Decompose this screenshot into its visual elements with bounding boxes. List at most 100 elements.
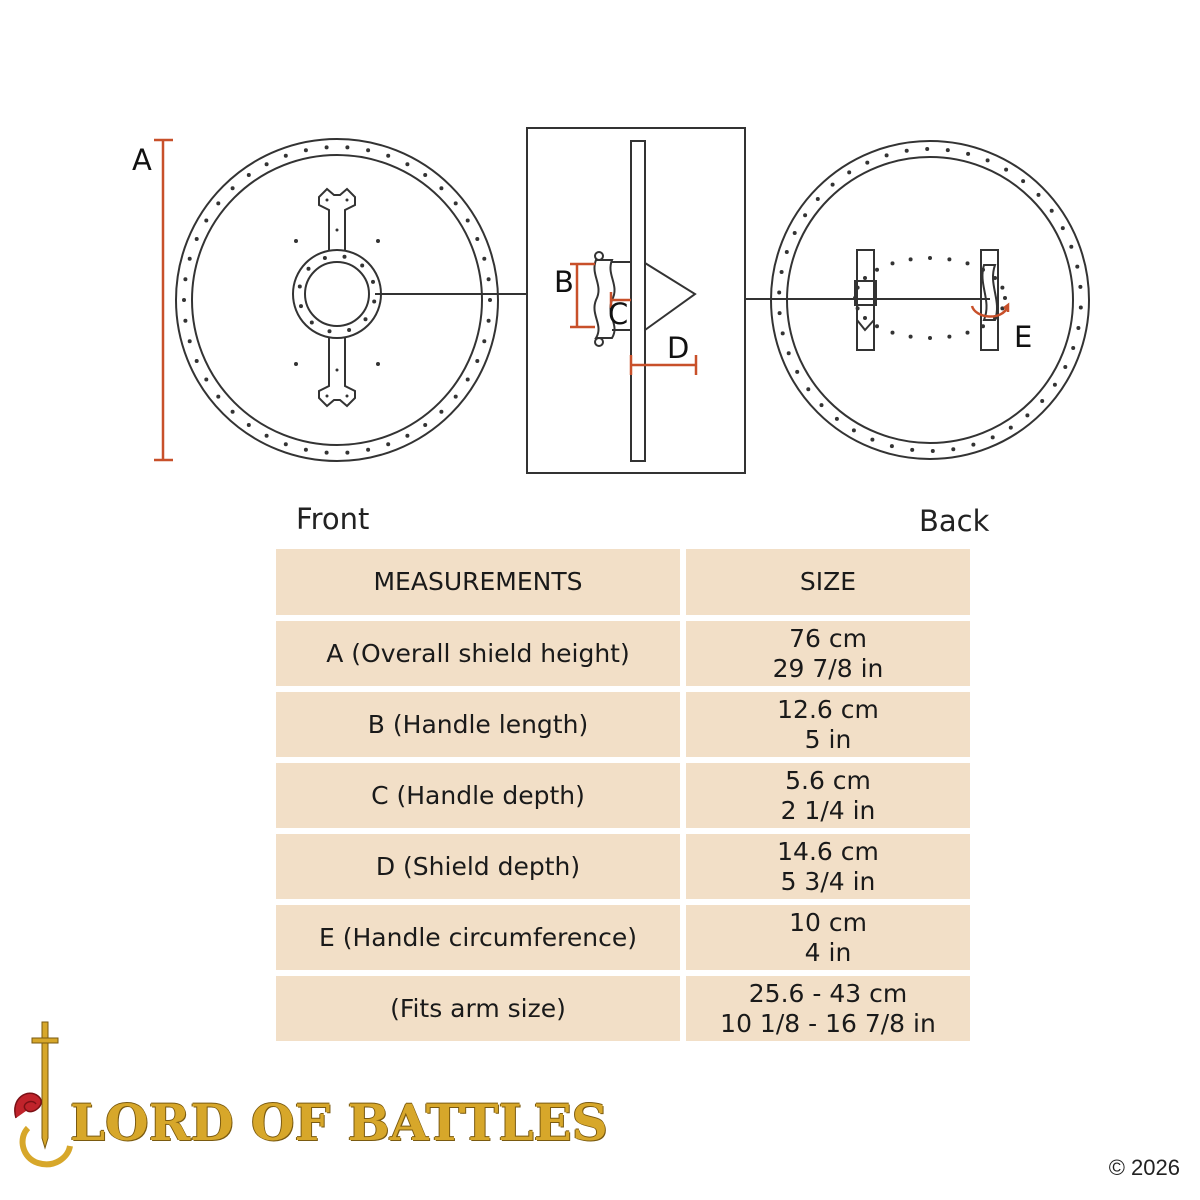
rivet: [815, 197, 820, 201]
rivet: [985, 158, 990, 163]
header-measurements: MEASUREMENTS: [276, 549, 686, 615]
rivet: [1078, 284, 1083, 289]
rivet: [806, 387, 811, 392]
rivet: [363, 317, 368, 322]
table-header-row: MEASUREMENTS SIZE: [276, 549, 970, 615]
rivet: [1025, 413, 1030, 418]
measurement-cell: D (Shield depth): [276, 834, 686, 899]
rivet: [1036, 192, 1041, 197]
rivet: [347, 328, 352, 332]
size-cm: 12.6 cm: [777, 694, 879, 724]
rivet: [182, 298, 186, 302]
rivet: [951, 447, 956, 452]
size-in: 5 in: [804, 724, 852, 754]
rivet: [779, 270, 784, 274]
rivet: [990, 435, 995, 440]
rivet: [187, 339, 192, 344]
rivet: [965, 330, 970, 335]
rivet: [324, 145, 329, 150]
rivet: [1075, 264, 1080, 269]
rivet: [371, 279, 375, 284]
rivet: [386, 442, 391, 447]
rivet: [1004, 167, 1009, 172]
rivet: [890, 330, 895, 335]
size-cm: 76 cm: [789, 623, 867, 653]
size-cm: 5.6 cm: [785, 765, 871, 795]
rivet: [889, 444, 894, 449]
measurement-cell: B (Handle length): [276, 692, 686, 757]
rivet: [784, 250, 789, 254]
rivet: [299, 304, 303, 309]
rivet: [1021, 179, 1026, 184]
measurement-cell: E (Handle circumference): [276, 905, 686, 970]
rivet: [216, 201, 221, 206]
rivet: [482, 256, 487, 261]
rivet: [465, 218, 470, 223]
rivet: [204, 218, 209, 223]
rivet: [875, 267, 879, 272]
front-shield: [175, 138, 499, 462]
rivet: [875, 324, 879, 329]
rivet: [327, 329, 332, 334]
rivet: [1003, 296, 1007, 300]
rivet: [1069, 244, 1074, 249]
rivet: [780, 331, 785, 336]
rivet: [863, 276, 867, 280]
rivet: [1071, 346, 1076, 350]
rivet: [264, 162, 269, 167]
rivet: [486, 277, 491, 282]
size-in: 5 3/4 in: [780, 866, 876, 896]
side-view: [526, 127, 746, 474]
rivet: [246, 173, 251, 177]
header-size: SIZE: [686, 549, 970, 615]
rivet: [366, 447, 371, 452]
rivet: [971, 442, 976, 447]
rivet: [439, 409, 444, 414]
rivet: [183, 318, 188, 323]
rivet: [465, 377, 470, 382]
rivet: [204, 377, 209, 382]
rivet: [910, 447, 915, 452]
measurement-cell: A (Overall shield height): [276, 621, 686, 686]
size-cm: 14.6 cm: [777, 836, 879, 866]
rivet: [187, 256, 192, 261]
rivet: [194, 359, 199, 363]
rivet: [345, 450, 350, 455]
rivet: [423, 173, 428, 177]
rivet: [303, 447, 308, 452]
rivet: [908, 257, 913, 262]
size-in: 29 7/8 in: [772, 653, 884, 683]
rivet: [482, 339, 487, 344]
rivet: [439, 186, 444, 191]
rivet: [966, 151, 971, 156]
rivet: [1052, 382, 1057, 387]
dimension-e-arrow: [970, 305, 1010, 318]
rivet: [386, 153, 391, 158]
rivet: [230, 409, 235, 414]
rivet: [475, 359, 480, 363]
rivet: [830, 182, 835, 187]
rivet: [777, 290, 782, 295]
rivet: [1063, 365, 1068, 369]
rivet: [890, 261, 895, 266]
rivet: [488, 298, 492, 302]
rivet: [1078, 305, 1083, 310]
marker-b: B: [554, 265, 574, 299]
rivet: [865, 160, 870, 165]
rivet: [194, 237, 199, 241]
rivet: [246, 423, 251, 427]
rivet: [930, 449, 935, 453]
copyright: © 2026: [1108, 1155, 1180, 1180]
rivet: [475, 237, 480, 241]
rivet: [819, 403, 824, 408]
rivet: [863, 316, 867, 320]
